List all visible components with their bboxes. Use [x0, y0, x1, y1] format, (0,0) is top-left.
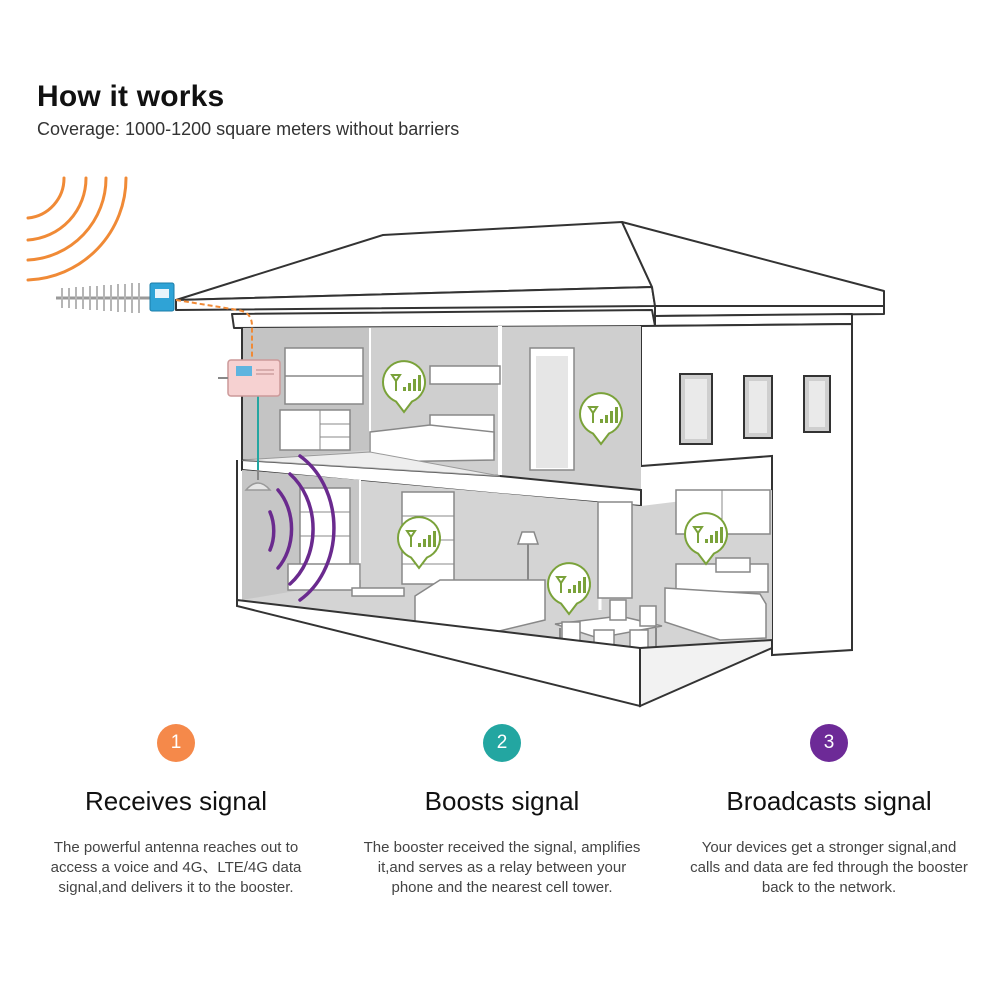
house-illustration	[26, 176, 885, 708]
step-boosts: 2 Boosts signal The booster received the…	[352, 724, 652, 898]
step-heading: Boosts signal	[424, 786, 580, 816]
coverage-subtitle: Coverage: 1000-1200 square meters withou…	[37, 119, 460, 139]
signal-bars-icon	[683, 512, 728, 566]
outdoor-signal-waves	[26, 176, 128, 282]
signal-bars-icon	[578, 392, 623, 446]
step-heading: Broadcasts signal	[726, 786, 932, 816]
step-number-badge: 2	[483, 724, 521, 762]
upper-floor	[241, 326, 642, 508]
antenna-cable	[175, 299, 253, 370]
signal-bars-icon	[396, 516, 441, 570]
step-number-badge: 1	[157, 724, 195, 762]
step-heading: Receives signal	[84, 786, 268, 816]
lower-floor	[236, 328, 773, 708]
signal-bubbles	[381, 360, 728, 616]
antenna-icon	[56, 282, 175, 313]
booster-icon	[218, 359, 281, 397]
step-number-badge: 3	[810, 724, 848, 762]
step-description: Your devices get a stronger signal,and c…	[690, 839, 968, 896]
step-description: The booster received the signal, amplifi…	[363, 839, 641, 896]
step-description: The powerful antenna reaches out to acce…	[50, 839, 302, 896]
page-title: How it works	[37, 80, 225, 113]
step-broadcasts: 3 Broadcasts signal Your devices get a s…	[679, 724, 979, 898]
house-exterior-wall	[640, 322, 853, 657]
indoor-antenna-icon	[244, 470, 272, 491]
signal-bars-icon	[381, 360, 426, 414]
signal-bars-icon	[546, 562, 591, 616]
house-roof	[175, 221, 885, 329]
step-receives: 1 Receives signal The powerful antenna r…	[26, 724, 326, 898]
indoor-signal-waves	[268, 454, 336, 602]
